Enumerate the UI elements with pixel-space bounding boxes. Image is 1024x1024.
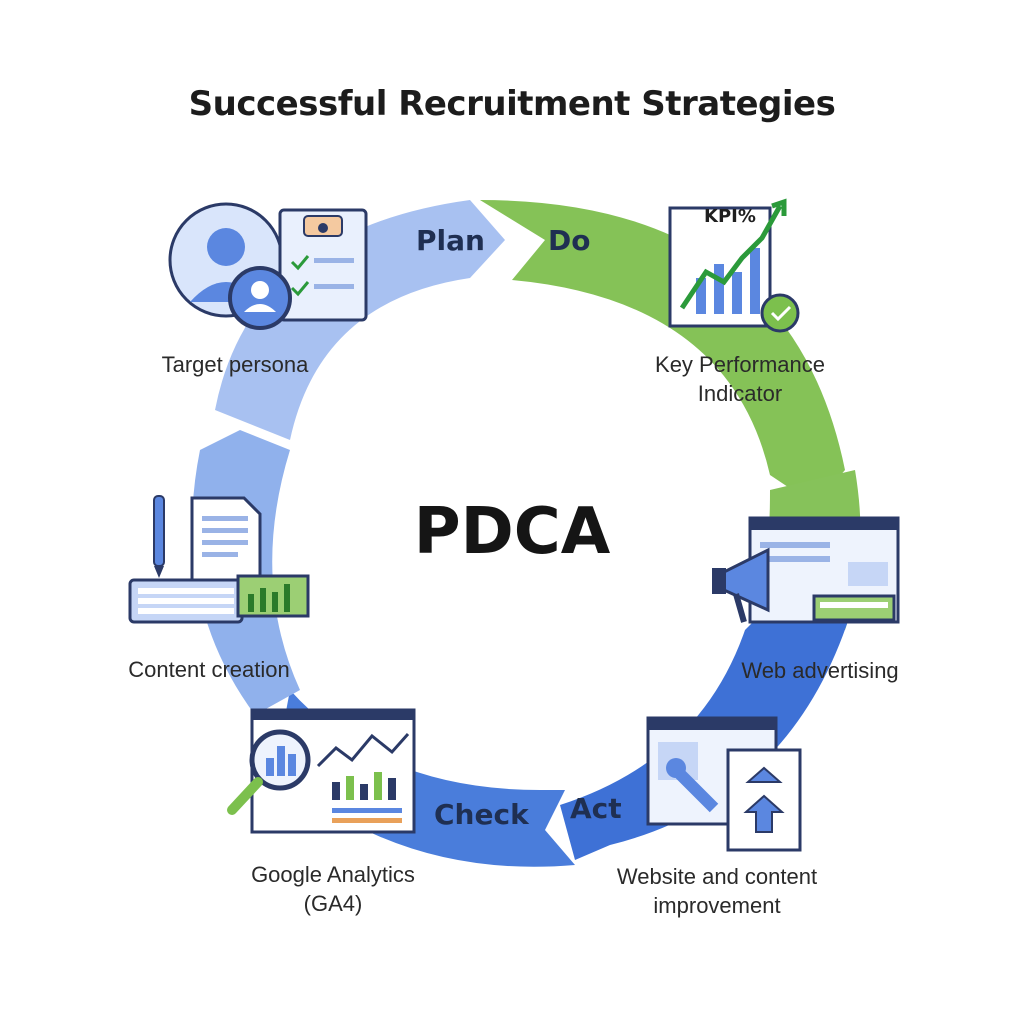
kpi-icon-text: KPI% xyxy=(704,206,756,227)
google-analytics-icon xyxy=(227,708,416,834)
target-persona-label: Target persona xyxy=(161,352,309,377)
website-improvement-line1: Website and content xyxy=(616,864,818,889)
google-analytics-line1: Google Analytics xyxy=(251,862,415,887)
stage-check: Check xyxy=(434,798,529,831)
content-creation-icon xyxy=(128,495,310,624)
web-advertising-icon xyxy=(712,516,900,624)
stage-plan: Plan xyxy=(416,224,485,257)
diagram-title: Successful Recruitment Strategies xyxy=(188,84,836,124)
kpi-label: Key Performance Indicator xyxy=(630,350,850,408)
kpi-label-line1: Key Performance xyxy=(655,352,825,377)
target-persona-icon xyxy=(168,202,368,330)
content-creation-label: Content creation xyxy=(128,657,290,682)
kpi-chart-icon xyxy=(668,198,800,333)
website-improvement-icon xyxy=(646,716,802,852)
do-arc xyxy=(480,200,845,505)
kpi-label-line2: Indicator xyxy=(697,381,783,406)
website-improvement-label: Website and content improvement xyxy=(592,862,842,920)
stage-do: Do xyxy=(548,224,591,257)
google-analytics-label: Google Analytics (GA4) xyxy=(208,860,458,918)
google-analytics-line2: (GA4) xyxy=(303,891,363,916)
center-label-pdca: PDCA xyxy=(413,495,611,569)
check-arc xyxy=(275,690,575,867)
web-advertising-label: Web advertising xyxy=(741,658,899,683)
website-improvement-line2: improvement xyxy=(653,893,781,918)
stage-act: Act xyxy=(570,792,622,825)
